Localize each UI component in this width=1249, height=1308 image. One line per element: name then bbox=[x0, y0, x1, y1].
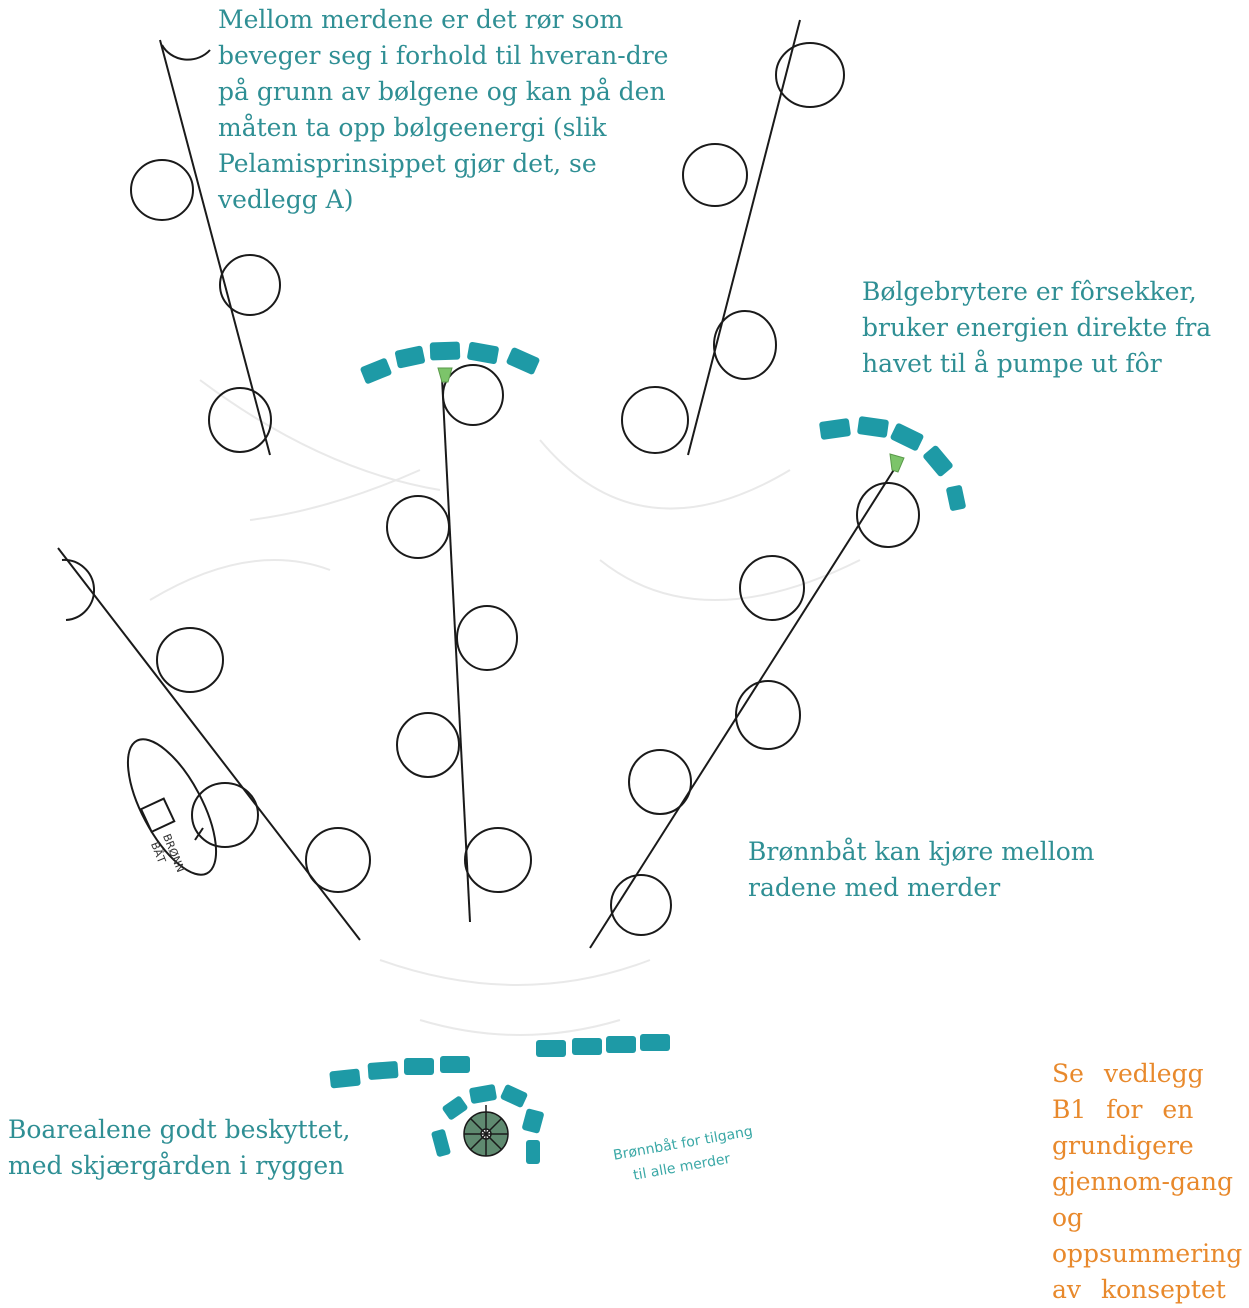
cage-row-top-left bbox=[130, 39, 281, 456]
cage-rows bbox=[57, 19, 920, 949]
breakwater-harbour-ring bbox=[431, 1084, 544, 1164]
cage-row-right bbox=[589, 467, 920, 949]
cage-row-top-right bbox=[621, 19, 845, 456]
breakwater-feed-bags bbox=[329, 341, 966, 1164]
cage-row-left bbox=[57, 547, 371, 941]
annotation-appendix-reference: Se vedlegg B1 for en grundigere gjennom-… bbox=[1052, 1059, 1243, 1304]
annotation-pipes-wave-energy: Mellom merdene er det rør som beveger se… bbox=[218, 5, 669, 214]
annotation-wellboat-access: Brønnbåt kan kjøre mellom radene med mer… bbox=[748, 837, 1095, 902]
breakwater-right bbox=[819, 416, 966, 511]
wellboat-sketch bbox=[126, 738, 218, 876]
harbour-wheel-icon bbox=[463, 1105, 509, 1157]
breakwater-center bbox=[360, 341, 540, 384]
breakwater-bottom bbox=[329, 1034, 670, 1089]
annotation-breakwater-feed-bags: Bølgebrytere er fôrsekker, bruker energi… bbox=[862, 277, 1212, 378]
annotation-sheltered-living-area: Boarealene godt beskyttet, med skjærgård… bbox=[8, 1115, 351, 1180]
cage-row-center bbox=[386, 364, 532, 923]
wave-contour-lines bbox=[149, 379, 861, 1036]
fish-farm-concept-sketch bbox=[57, 19, 966, 1164]
feeder-markers bbox=[437, 367, 905, 473]
